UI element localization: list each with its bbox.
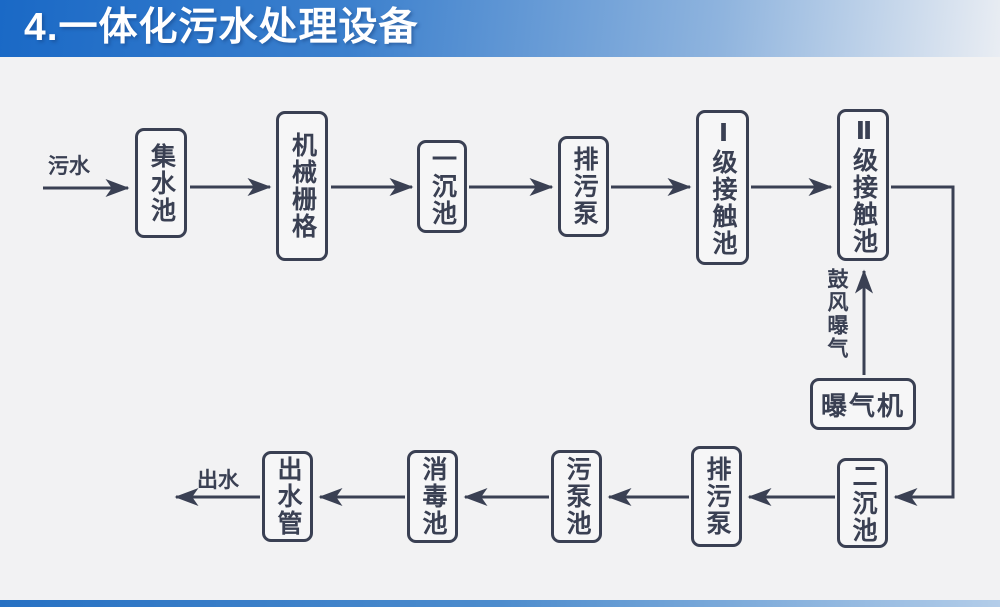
node-aerator: 曝气机 <box>810 378 916 430</box>
node-sewage-pump-top: 排污泵 <box>558 136 609 237</box>
node-label: 出水管 <box>274 456 302 537</box>
node-sewage-pump-bottom: 排污泵 <box>691 446 742 547</box>
node-label: 二沉池 <box>849 462 877 544</box>
outlet-label: 出水 <box>197 469 239 492</box>
node-label: 污泵池 <box>563 456 591 537</box>
node-label: 消毒池 <box>419 456 447 537</box>
node-label: 一沉池 <box>428 146 457 227</box>
node-label: 集水池 <box>147 142 176 224</box>
node-label: Ⅱ级接触池 <box>849 115 878 255</box>
node-label: 曝气机 <box>820 390 905 421</box>
node-label: 排污泵 <box>703 456 731 537</box>
node-level-2-contact-tank: Ⅱ级接触池 <box>837 109 889 261</box>
aeration-flow-label: 鼓风曝气 <box>825 268 848 360</box>
node-sewage-pump-tank: 污泵池 <box>551 450 602 543</box>
node-label: 机械栅格 <box>288 132 317 240</box>
inlet-label: 污水 <box>48 155 90 178</box>
connector-level2-to-secondary <box>891 185 955 506</box>
node-label: 排污泵 <box>570 146 598 227</box>
page-title: 4.一体化污水处理设备 <box>24 6 419 49</box>
node-collection-tank: 集水池 <box>135 128 187 238</box>
bottom-bar <box>0 600 1000 607</box>
node-outlet-pipe: 出水管 <box>262 451 313 542</box>
title-bar: 4.一体化污水处理设备 <box>0 0 1000 57</box>
node-mechanical-grid: 机械栅格 <box>276 111 328 261</box>
node-level-1-contact-tank: Ⅰ级接触池 <box>696 110 749 265</box>
node-disinfection-tank: 消毒池 <box>407 450 458 543</box>
node-primary-sedimentation-tank: 一沉池 <box>417 140 467 233</box>
node-secondary-sedimentation-tank: 二沉池 <box>837 458 888 548</box>
node-label: Ⅰ级接触池 <box>709 118 737 257</box>
